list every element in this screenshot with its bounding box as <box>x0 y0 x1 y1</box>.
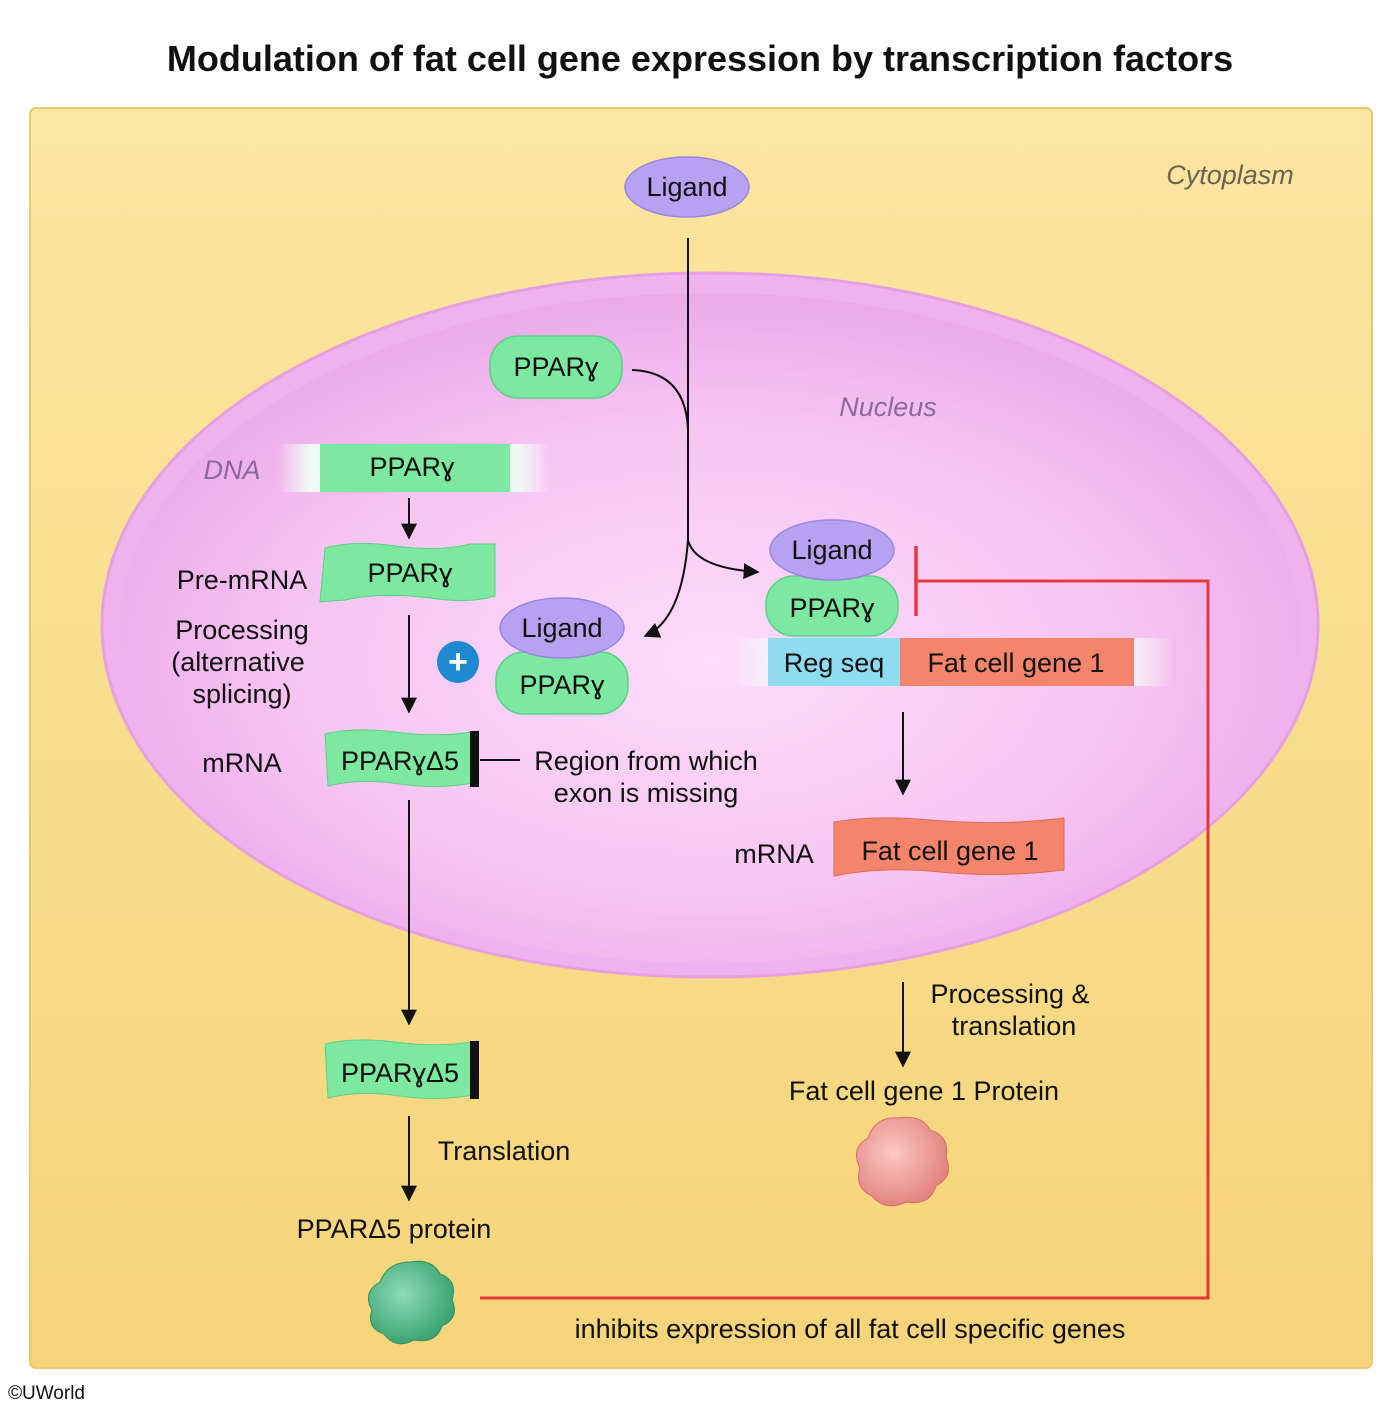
processing-label-1: Processing <box>175 615 309 645</box>
ppar-join-curve <box>631 369 689 431</box>
translation-label: Translation <box>438 1136 571 1166</box>
mrna-label-right: mRNA <box>734 839 814 869</box>
dna-ppar-gene-label: PPARɣ <box>369 452 455 482</box>
reg-seq-label: Reg seq <box>784 648 885 678</box>
figure-title: Modulation of fat cell gene expression b… <box>166 38 1234 79</box>
ppar-delta5-protein-icon <box>367 1260 455 1345</box>
missing-region-label-1: Region from which <box>534 746 758 776</box>
ppar-gamma-complex-right-label: PPARɣ <box>789 593 875 623</box>
copyright-notice: ©UWorld <box>8 1383 85 1404</box>
pre-mrna-ppar-label: PPARɣ <box>367 558 453 588</box>
dna-ppar-gene <box>320 444 510 492</box>
ligand-cytoplasm-label: Ligand <box>646 172 727 202</box>
processing-label-3: splicing) <box>192 679 291 709</box>
nucleus-label: Nucleus <box>839 392 937 422</box>
missing-exon-marker-cytoplasm <box>470 1041 479 1099</box>
arrow-to-complex-left <box>643 539 689 638</box>
plus-badge <box>437 641 479 683</box>
mrna-fat-cell-gene-1-strand <box>833 817 1065 877</box>
dna-label: DNA <box>203 455 260 485</box>
processing-translation-label-2: translation <box>952 1011 1077 1041</box>
ppar-delta5-cytoplasm-label: PPARɣΔ5 <box>341 1058 459 1088</box>
ligand-complex-right <box>769 519 895 581</box>
processing-translation-label-1: Processing & <box>930 979 1089 1009</box>
ligand-complex-right-label: Ligand <box>791 535 872 565</box>
fat-cell-gene-1-label: Fat cell gene 1 <box>927 648 1104 678</box>
ligand-cytoplasm <box>624 156 750 218</box>
mrna-label-left: mRNA <box>202 748 282 778</box>
fat-cell-gene-1-segment <box>900 638 1134 686</box>
ppar-gamma-complex-left-label: PPARɣ <box>519 670 605 700</box>
arrow-to-complex-right <box>687 539 760 580</box>
mrna-fat-cell-gene-1-label: Fat cell gene 1 <box>861 836 1038 866</box>
missing-region-label-2: exon is missing <box>554 778 739 808</box>
inhibition-line <box>480 579 1210 1300</box>
plus-badge-symbol: + <box>448 643 468 681</box>
processing-label-2: (alternative <box>171 647 305 677</box>
ligand-complex-left-label: Ligand <box>521 613 602 643</box>
pre-mrna-strand <box>319 542 496 603</box>
inhibits-label: inhibits expression of all fat cell spec… <box>575 1314 1126 1344</box>
ppar-gamma-free-label: PPARɣ <box>513 352 599 382</box>
pre-mrna-label: Pre-mRNA <box>177 565 308 595</box>
missing-exon-marker-mrna <box>470 731 479 787</box>
ligand-complex-left <box>499 597 625 659</box>
mrna-ppar-delta5-label: PPARɣΔ5 <box>341 746 459 776</box>
fat-cell-protein-label: Fat cell gene 1 Protein <box>789 1076 1059 1106</box>
ppar-delta5-protein-label: PPARΔ5 protein <box>297 1214 492 1244</box>
fat-cell-protein-icon <box>855 1116 949 1207</box>
ppar-gamma-free <box>489 335 623 399</box>
cytoplasm-label: Cytoplasm <box>1166 160 1294 190</box>
reg-seq-segment <box>768 638 900 686</box>
